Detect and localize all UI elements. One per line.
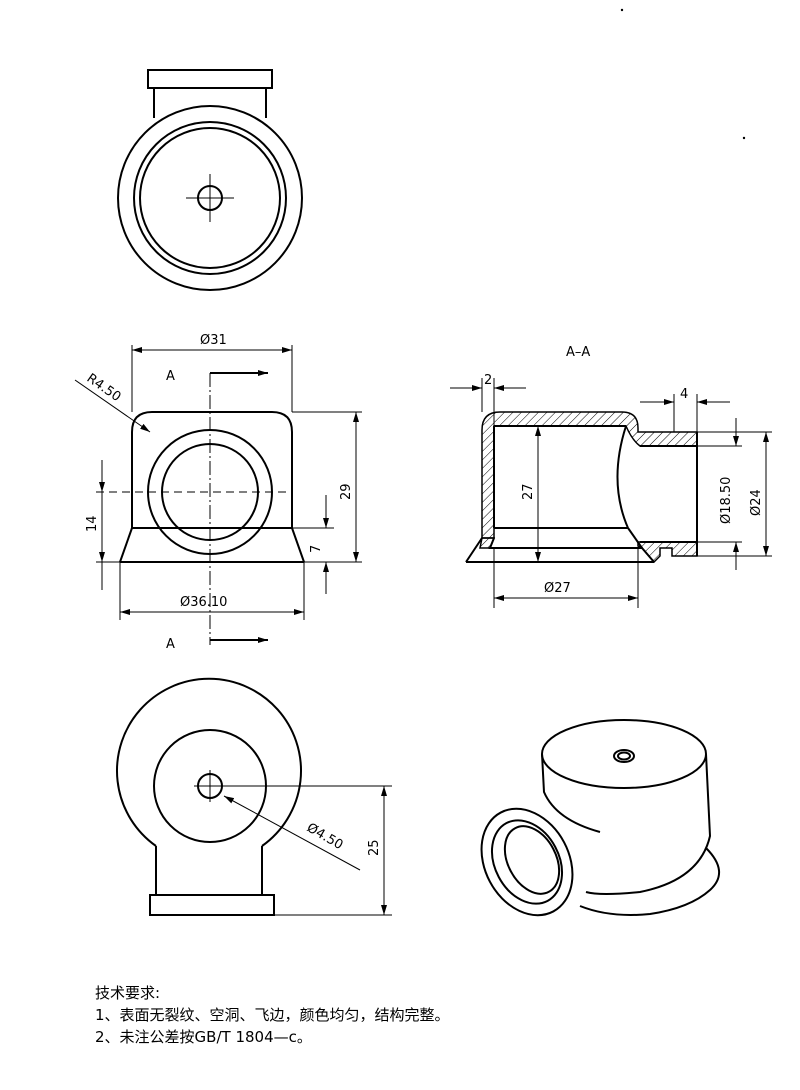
dim-h7: 7 — [309, 545, 324, 553]
front-view-dimensions — [74, 345, 362, 620]
isometric-view — [480, 719, 720, 917]
dim-h14: 14 — [85, 515, 100, 532]
front-view — [96, 370, 305, 645]
dim-h27: 27 — [521, 483, 536, 500]
dim-d1850: Ø18.50 — [719, 477, 734, 524]
dim-d3610: Ø36.10 — [180, 595, 227, 610]
section-dimensions — [450, 378, 772, 608]
dim-d31: Ø31 — [200, 333, 227, 348]
dim-d450: Ø4.50 — [304, 820, 345, 853]
speck — [742, 136, 746, 140]
notes-line-2: 2、未注公差按GB/T 1804—c。 — [95, 1028, 312, 1046]
bottom-view — [116, 677, 392, 916]
notes-title: 技术要求: — [95, 984, 161, 1002]
speck — [620, 8, 624, 12]
section-view — [465, 411, 698, 564]
technical-requirements: 技术要求: 1、表面无裂纹、空洞、飞边，颜色均匀，结构完整。 2、未注公差按GB… — [95, 982, 450, 1048]
dim-d24: Ø24 — [749, 489, 764, 516]
section-label: A–A — [566, 345, 590, 360]
dim-len4: 4 — [680, 387, 688, 402]
cut-label-bottom: A — [166, 637, 175, 652]
dim-d27: Ø27 — [544, 581, 571, 596]
notes-line-1: 1、表面无裂纹、空洞、飞边，颜色均匀，结构完整。 — [95, 1006, 450, 1024]
dim-h25: 25 — [367, 839, 382, 856]
dim-wall2: 2 — [484, 373, 492, 388]
top-view — [117, 69, 303, 291]
cut-label-top: A — [166, 369, 175, 384]
dim-h29: 29 — [339, 483, 354, 500]
